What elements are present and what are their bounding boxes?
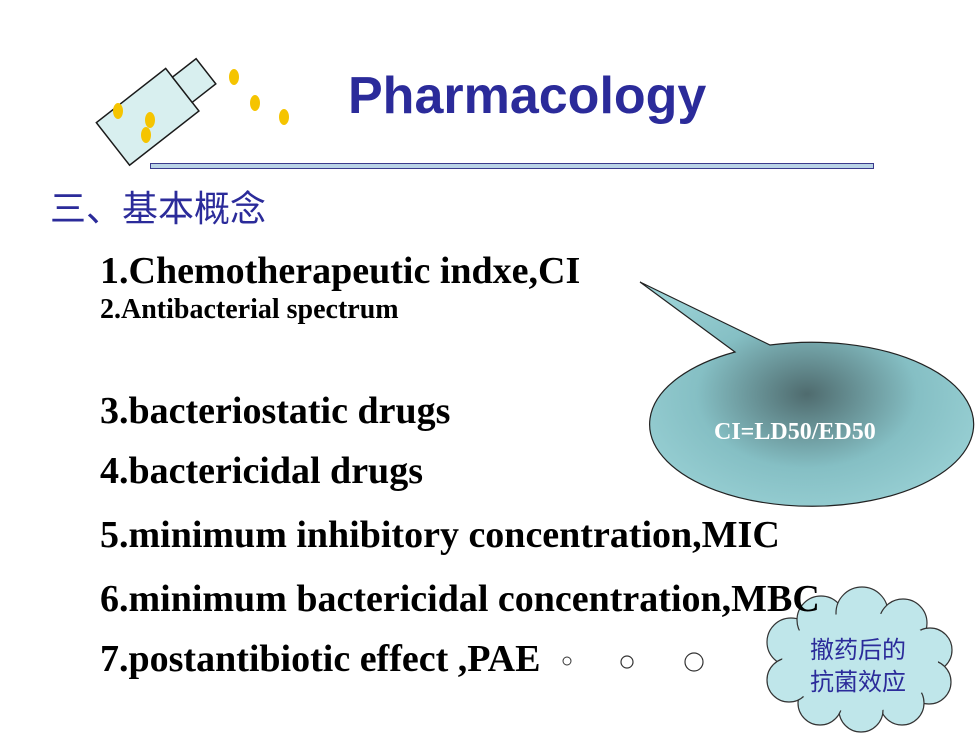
section-heading: 三、基本概念	[50, 189, 267, 230]
cloud-line-2: 抗菌效应	[810, 668, 906, 697]
thought-bubble-tiny	[562, 656, 572, 666]
callout-formula: CI=LD50/ED50	[714, 419, 876, 445]
cloud-text: 撤药后的 抗菌效应	[788, 634, 928, 699]
thought-bubble-medium	[684, 652, 704, 672]
concept-item-1: 1.Chemotherapeutic indxe,CI	[100, 250, 581, 292]
concept-item-4: 4.bactericidal drugs	[100, 450, 423, 492]
cloud-line-1: 撤药后的	[810, 636, 906, 664]
pill-bottle-icon	[95, 57, 289, 167]
thought-cloud-center	[782, 612, 938, 712]
concept-item-6: 6.minimum bactericidal concentration,MBC	[100, 578, 820, 620]
concept-item-3: 3.bacteriostatic drugs	[100, 390, 451, 432]
callout-bubble	[639, 281, 975, 507]
concept-item-5: 5.minimum inhibitory concentration,MIC	[100, 514, 780, 556]
thought-bubble-small	[620, 655, 634, 669]
concept-item-2: 2.Antibacterial spectrum	[100, 294, 399, 325]
concept-item-7: 7.postantibiotic effect ,PAE	[100, 638, 541, 680]
slide-title: Pharmacology	[348, 67, 707, 125]
title-underline-bar	[150, 163, 874, 169]
